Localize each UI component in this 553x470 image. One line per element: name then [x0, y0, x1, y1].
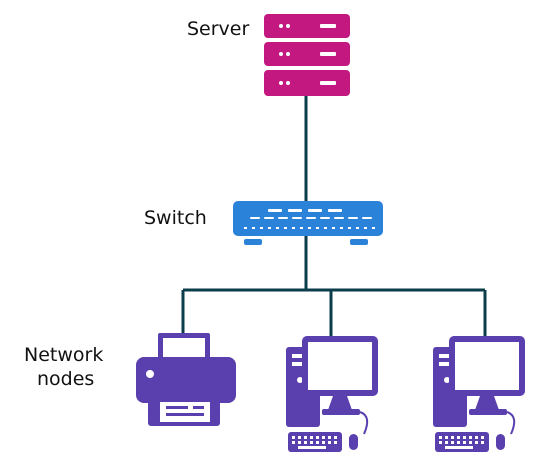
switch-label: Switch — [144, 207, 207, 229]
server-rack-icon — [264, 14, 350, 96]
printer-icon — [136, 333, 236, 426]
network-nodes-label-line2: nodes — [37, 368, 95, 390]
desktop-computer-icon — [433, 336, 525, 452]
network-switch-icon — [233, 201, 383, 245]
desktop-computer-icon — [286, 336, 378, 452]
network-nodes-label: Network nodes — [24, 344, 103, 390]
connection-lines — [181, 96, 487, 336]
network-nodes-label-line1: Network — [24, 344, 104, 366]
server-label: Server — [187, 18, 250, 40]
